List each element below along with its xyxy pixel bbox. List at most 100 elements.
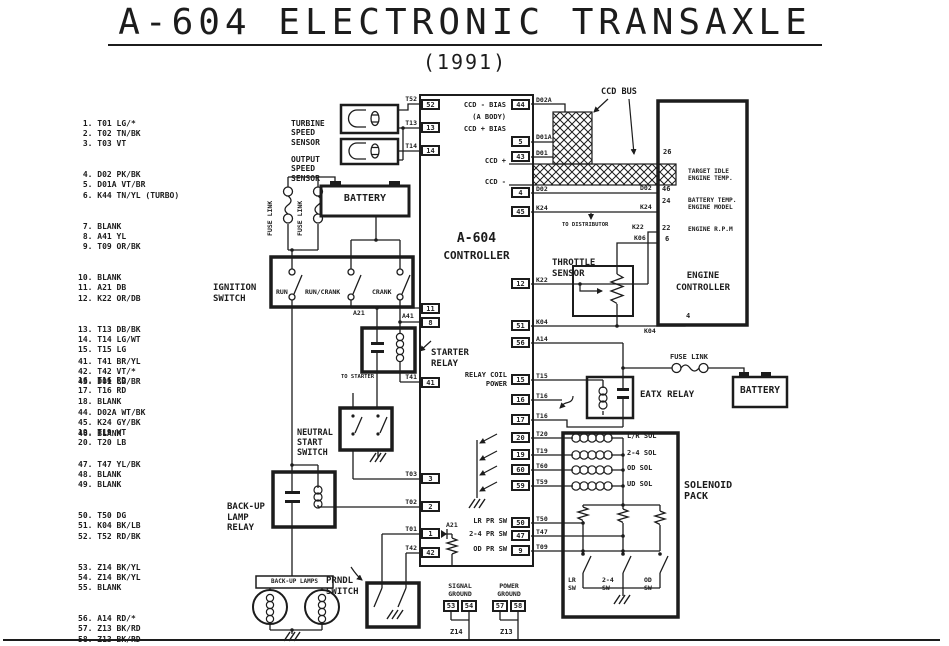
pin-20: 20	[511, 432, 530, 443]
ground-wires	[450, 612, 519, 640]
wire-label-t14: T14	[405, 142, 417, 150]
ccd-plus-bias-label: CCD + BIAS	[463, 125, 506, 133]
solenoid-pack-wires	[531, 437, 661, 596]
wire-label-t20: T20	[536, 430, 548, 438]
pin-42: 42	[421, 547, 440, 558]
ud-sol-label: UD SOL	[627, 480, 653, 488]
pin-56: 56	[511, 337, 530, 348]
controller-name-line2: CONTROLLER	[443, 249, 510, 262]
pin-45: 45	[511, 206, 530, 217]
backup-lamp-circles	[252, 589, 340, 625]
pin-14: 14	[421, 145, 440, 156]
ignition-output-wires	[291, 257, 421, 488]
wire-label-t50: T50	[536, 515, 548, 523]
wire-label-a41: A41	[402, 312, 414, 320]
engine-controller-name-1: ENGINE	[686, 271, 720, 281]
speed-sensor-symbols	[347, 109, 380, 160]
ignition-run-label: RUN	[276, 288, 288, 296]
wire-label-t13: T13	[405, 119, 417, 127]
switch-pivots	[351, 414, 662, 556]
wire-label-t60: T60	[536, 462, 548, 470]
pin-15: 15	[511, 374, 530, 385]
lr-pr-sw-label: LR PR SW	[473, 517, 507, 525]
engine-controller-box	[656, 99, 749, 327]
wire-label-t42: T42	[405, 544, 417, 552]
wire-label-t02: T02	[405, 498, 417, 506]
ec-wire-k24: K24	[640, 203, 652, 211]
engine-controller-wires	[531, 192, 686, 327]
engine-controller-name-2: CONTROLLER	[675, 283, 731, 293]
backup-lamps-label: BACK-UP LAMPS	[271, 578, 318, 585]
wire-label-k04: K04	[536, 318, 548, 326]
ec-pin-6: 6	[665, 235, 670, 243]
ccd-a-body-label: (A BODY)	[472, 113, 506, 121]
fuse-link-label-1: FUSE LINK	[266, 200, 274, 236]
zigzag-symbols	[444, 273, 668, 555]
eatx-relay-wires	[531, 342, 745, 428]
ccd-bus-label: CCD BUS	[601, 87, 637, 97]
pin-19: 19	[511, 449, 530, 460]
signal-ground-label-2: GROUND	[448, 590, 472, 598]
wire-label-k22: K22	[536, 276, 548, 284]
relay-coil-power-label-2: POWER	[485, 380, 507, 388]
ec-pin-24: 24	[662, 197, 671, 205]
ec-wire-d02: D02	[640, 184, 652, 192]
ignition-crank-label: CRANK	[372, 288, 392, 296]
battery2-box	[731, 375, 789, 409]
24-pr-sw-label: 2-4 PR SW	[469, 530, 507, 538]
diode-symbol	[441, 529, 448, 539]
wire-label-t59: T59	[536, 478, 548, 486]
fuse-link2-label: FUSE LINK	[670, 353, 708, 361]
pin-52: 52	[421, 99, 440, 110]
a21-internal-label: A21	[446, 521, 458, 529]
wire-label-z13: Z13	[500, 628, 513, 636]
pin-12: 12	[511, 278, 530, 289]
controller-name-line1: A-604	[456, 231, 497, 246]
to-starter-label: TO STARTER	[341, 374, 375, 380]
pin-43: 43	[511, 151, 530, 162]
page-year: (1991)	[422, 50, 508, 74]
contact-bars	[285, 181, 771, 503]
pin-2: 2	[421, 501, 440, 512]
pin-16: 16	[511, 394, 530, 405]
relay-coil-power-label-1: RELAY COIL	[464, 371, 507, 379]
pin-41: 41	[421, 377, 440, 388]
ignition-switch-box	[269, 255, 415, 309]
starter-relay-box	[360, 326, 417, 374]
pin-50: 50	[511, 517, 530, 528]
wire-label-t47: T47	[536, 528, 548, 536]
ec-pin-4: 4	[686, 312, 691, 320]
backup-lamp-relay-box	[271, 470, 337, 529]
pin-1: 1	[421, 528, 440, 539]
turbine-sensor-box	[339, 103, 400, 135]
wire-label-d02a: D02A	[536, 96, 552, 104]
pin-13: 13	[421, 122, 440, 133]
pin-47: 47	[511, 530, 530, 541]
junction-dots	[290, 126, 625, 632]
wire-label-t52: T52	[405, 95, 417, 103]
ignition-switch-contacts	[288, 268, 411, 301]
ec-wire-k22: K22	[632, 223, 644, 231]
ec-pin-46: 46	[662, 185, 671, 193]
battery2-label: BATTERY	[739, 385, 781, 396]
pin-8: 8	[421, 317, 440, 328]
pin-4: 4	[511, 187, 530, 198]
pin-44: 44	[511, 99, 530, 110]
wire-label-a14: A14	[536, 335, 548, 343]
wire-label-k24: K24	[536, 204, 548, 212]
solenoid-pack-box	[561, 431, 680, 619]
fuse-link-label-2: FUSE LINK	[296, 200, 304, 236]
wire-label-d01: D01	[536, 149, 548, 157]
ec-pin-26: 26	[663, 148, 672, 156]
starter-relay-wires	[376, 328, 421, 408]
page-title: A-604 ELECTRONIC TRANSAXLE	[20, 2, 910, 46]
